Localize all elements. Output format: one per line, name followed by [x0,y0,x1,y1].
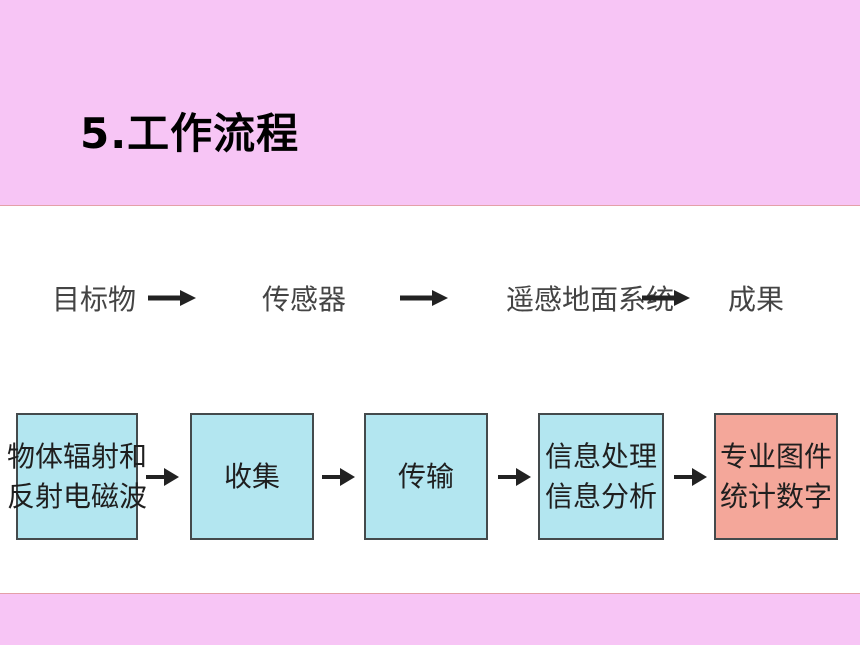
box-line: 物体辐射和 [7,439,148,473]
flow-box-radiation: 物体辐射和 反射电磁波 [7,413,147,540]
box-line: 信息处理 [544,439,657,473]
right-arrow-icon [498,468,531,486]
slide-title: 5.工作流程 [80,109,300,158]
box-line: 专业图件 [719,439,832,473]
flow-box-output: 专业图件 统计数字 [714,413,838,540]
header-band: 5.工作流程 [0,0,860,206]
right-arrow-icon [642,290,690,306]
flow-box-transmit: 传输 [364,413,488,540]
box-line: 统计数字 [719,479,832,513]
label-result: 成果 [728,283,785,316]
right-arrow-icon [400,290,448,306]
box-line: 反射电磁波 [7,479,148,513]
box-line: 信息分析 [544,479,657,513]
flow-box-collect: 收集 [190,413,314,540]
footer-band [0,593,860,645]
flow-box-process: 信息处理 信息分析 [538,413,664,540]
right-arrow-icon [148,290,196,306]
label-target-object: 目标物 [52,283,137,316]
right-arrow-icon [146,468,179,486]
box-line: 收集 [223,459,280,493]
box-line: 传输 [397,459,454,493]
label-sensor: 传感器 [262,283,347,316]
right-arrow-icon [674,468,707,486]
right-arrow-icon [322,468,355,486]
